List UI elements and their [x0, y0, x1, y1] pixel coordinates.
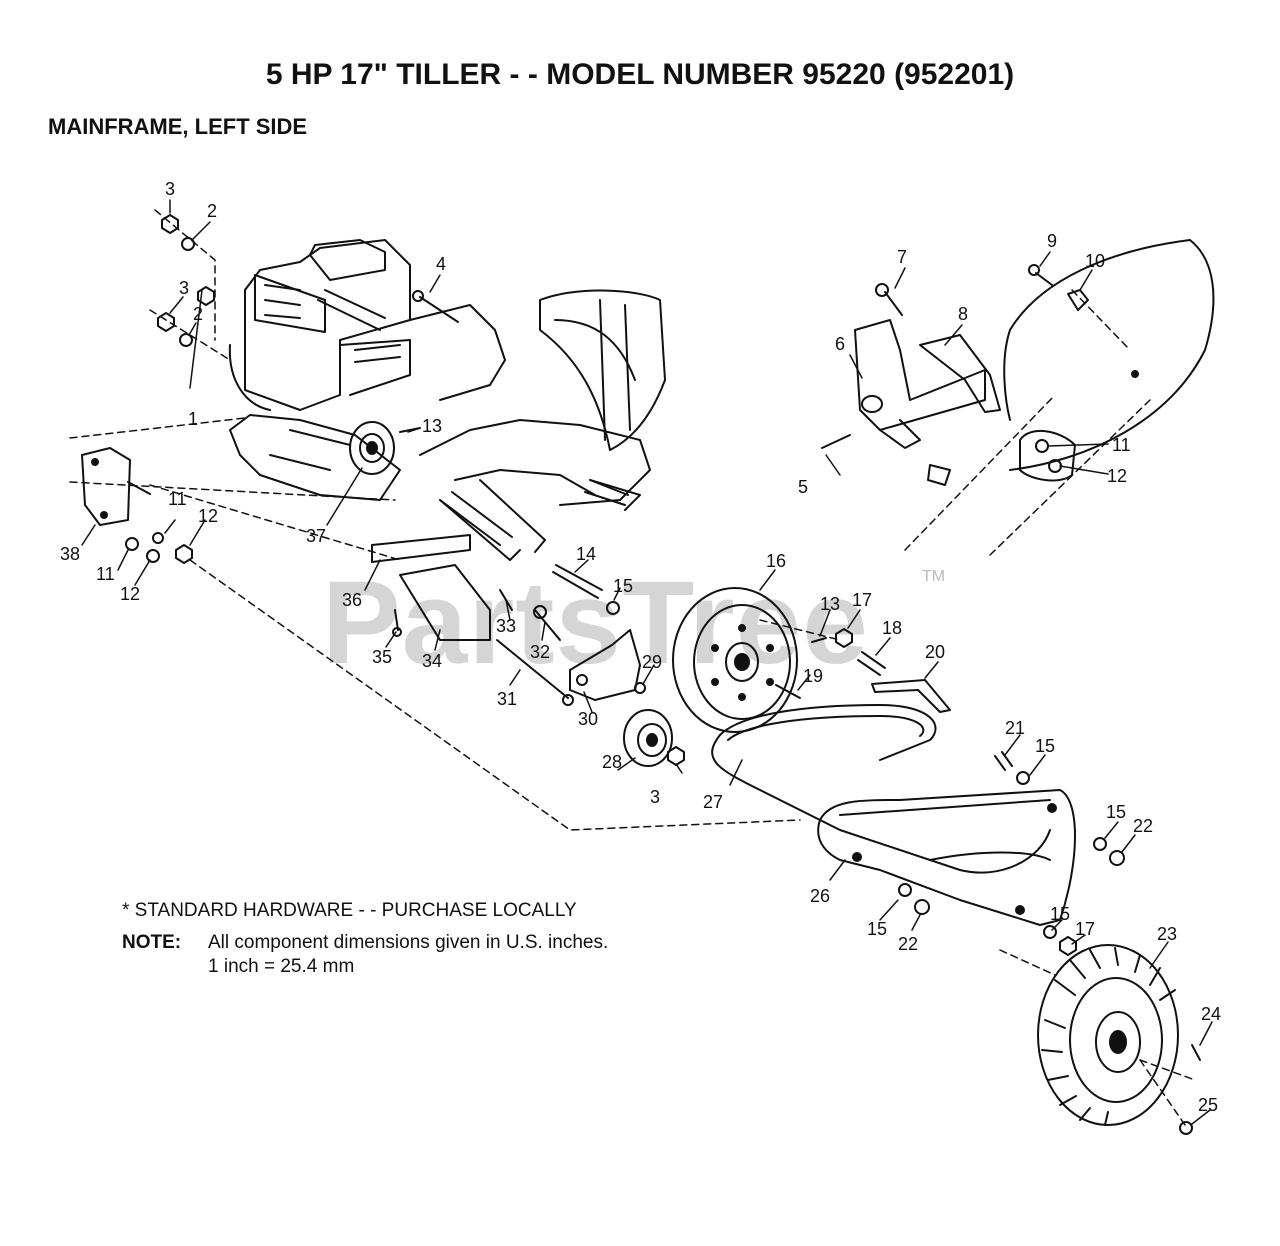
hardware	[125, 214, 1201, 1135]
assembly-lines	[69, 209, 1196, 1126]
callout-15e: 15	[1050, 904, 1070, 924]
leader-lines	[81, 199, 1213, 1125]
wheel-23	[1037, 944, 1179, 1126]
callout-36: 36	[342, 590, 362, 610]
callout-17b: 17	[1075, 919, 1095, 939]
engine-pulley-37	[349, 421, 395, 475]
note-label-text: NOTE:	[122, 932, 182, 953]
callout-5: 5	[798, 477, 808, 497]
callout-33: 33	[496, 616, 516, 636]
note-line-2: 1 inch = 25.4 mm	[208, 956, 355, 977]
callout-24: 24	[1201, 1004, 1221, 1024]
callout-11b: 11	[168, 489, 187, 509]
callout-15d: 15	[867, 919, 887, 939]
callout-13b: 13	[820, 594, 840, 614]
callout-25: 25	[1198, 1095, 1218, 1115]
callout-32: 32	[530, 642, 550, 662]
callout-20: 20	[925, 642, 945, 662]
callout-8: 8	[958, 304, 968, 324]
callout-17: 17	[852, 590, 872, 610]
callout-28: 28	[602, 752, 622, 772]
callout-12c: 12	[120, 584, 140, 604]
callout-37: 37	[306, 526, 326, 546]
drive-pulley-16	[672, 587, 798, 733]
drive-belt-27	[711, 704, 1051, 874]
callout-7: 7	[897, 247, 907, 267]
belt-guard-26	[817, 789, 1076, 926]
callout-3: 3	[165, 179, 175, 199]
callout-15b: 15	[1035, 736, 1055, 756]
callout-11c: 11	[96, 564, 115, 584]
callout-38: 38	[60, 544, 80, 564]
callout-26: 26	[810, 886, 830, 906]
callout-2: 2	[207, 201, 217, 221]
callout-30: 30	[578, 709, 598, 729]
callout-22: 22	[1133, 816, 1153, 836]
trademark-mark: TM	[922, 568, 946, 585]
callout-10: 10	[1085, 251, 1105, 271]
callout-35: 35	[372, 647, 392, 667]
callout-29: 29	[642, 652, 662, 672]
callout-15c: 15	[1106, 802, 1126, 822]
bracket-20	[871, 679, 951, 713]
callout-27: 27	[703, 792, 723, 812]
callout-1: 1	[188, 409, 198, 429]
callout-19: 19	[803, 666, 823, 686]
callout-21: 21	[1005, 718, 1025, 738]
mainframe-drawing	[229, 289, 666, 561]
callout-34: 34	[422, 651, 442, 671]
standard-hardware-note: * STANDARD HARDWARE - - PURCHASE LOCALLY	[122, 900, 577, 921]
callout-16: 16	[766, 551, 786, 571]
callout-14: 14	[576, 544, 596, 564]
plate-36-34	[371, 534, 491, 641]
section-subtitle: MAINFRAME, LEFT SIDE	[48, 114, 308, 139]
callout-12: 12	[1107, 466, 1127, 486]
idler-arm-30	[569, 629, 641, 701]
callout-2b: 2	[193, 304, 203, 324]
callout-labels: 1 2 2 3 3 3 4 5 6 7 8 9 10 11 11 11 12 1…	[60, 179, 1221, 1115]
callout-4: 4	[436, 254, 446, 274]
note-label: NOTE:	[122, 932, 181, 954]
callout-22b: 22	[898, 934, 918, 954]
bracket-38	[81, 447, 131, 526]
shafts	[317, 289, 629, 546]
hood-bracket-11-12	[1019, 429, 1076, 482]
callout-31: 31	[497, 689, 517, 709]
callout-11: 11	[1112, 435, 1131, 455]
engine-drawing	[228, 239, 411, 411]
callout-15: 15	[613, 576, 633, 596]
callout-13: 13	[422, 416, 442, 436]
tine-hood-drawing	[1003, 239, 1215, 471]
callout-6: 6	[835, 334, 845, 354]
idler-pulley-28	[623, 709, 673, 767]
callout-12b: 12	[198, 506, 218, 526]
callout-3b: 3	[179, 278, 189, 298]
callout-18: 18	[882, 618, 902, 638]
callout-3c: 3	[650, 787, 660, 807]
note-line-1: All component dimensions given in U.S. i…	[208, 932, 609, 953]
page-title: 5 HP 17" TILLER - - MODEL NUMBER 95220 (…	[265, 58, 1015, 91]
depth-bracket-6-8	[854, 319, 1001, 486]
callout-23: 23	[1157, 924, 1177, 944]
callout-9: 9	[1047, 231, 1057, 251]
